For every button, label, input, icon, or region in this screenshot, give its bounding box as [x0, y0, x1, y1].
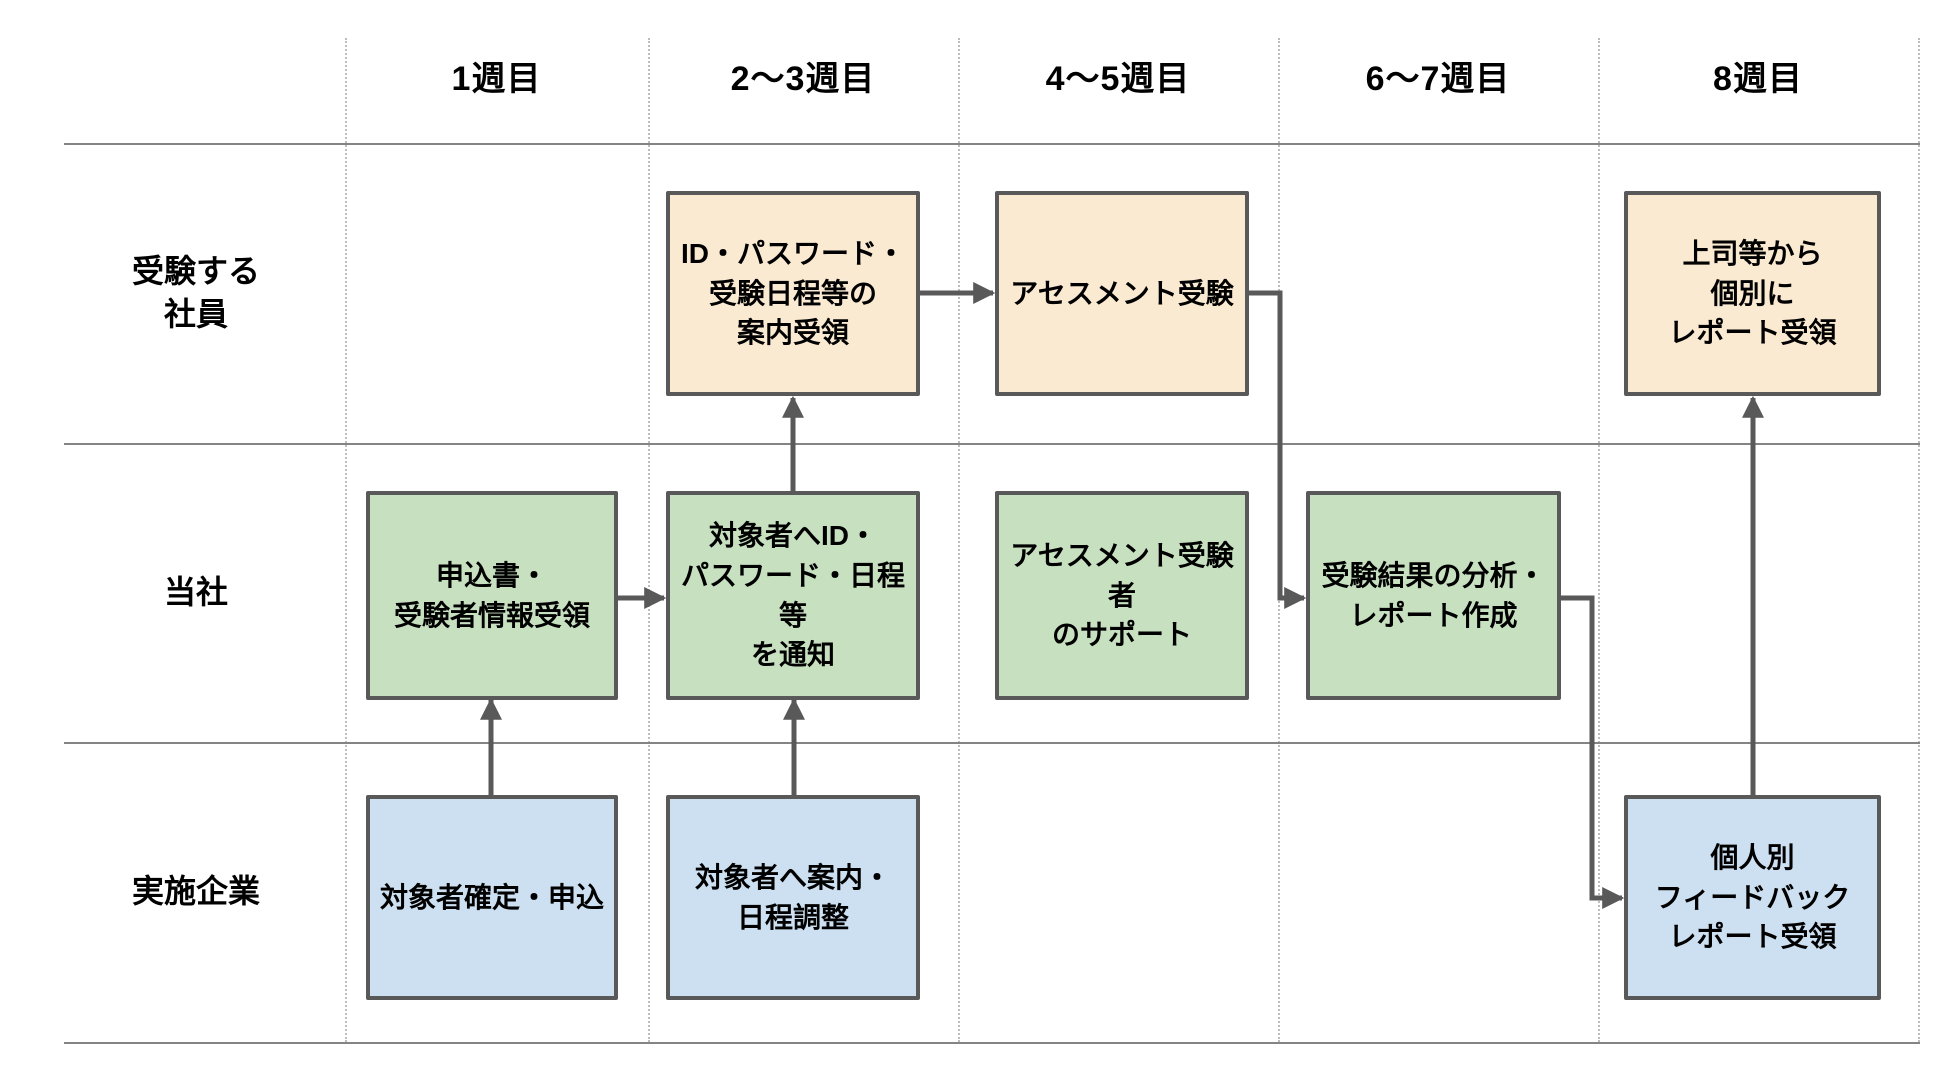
lane-divider — [64, 443, 1920, 445]
lane-divider — [64, 742, 1920, 744]
connector-take-assessment-to-analyze-results — [1249, 290, 1307, 610]
lane-divider — [64, 1042, 1920, 1044]
box-confirm-applicants: 対象者確定・申込 — [366, 795, 618, 1000]
column-guide — [1598, 38, 1600, 1042]
column-guide — [345, 38, 347, 1042]
column-header-week1: 1週目 — [451, 60, 542, 98]
box-support-examinees: アセスメント受験者 のサポート — [995, 491, 1249, 700]
lane-label-client: 実施企業 — [131, 873, 260, 910]
column-guide — [958, 38, 960, 1042]
box-take-assessment: アセスメント受験 — [995, 191, 1249, 396]
column-header-week2-3: 2〜3週目 — [730, 60, 876, 98]
column-header-week6-7: 6〜7週目 — [1365, 60, 1511, 98]
lane-divider — [64, 143, 1920, 145]
box-receive-application: 申込書・ 受験者情報受領 — [366, 491, 618, 700]
box-notify-credentials: 対象者へID・ パスワード・日程等 を通知 — [666, 491, 920, 700]
column-guide — [1918, 38, 1920, 1042]
lane-label-examinee: 受験する 社員 — [131, 252, 260, 332]
box-receive-credentials: ID・パスワード・ 受験日程等の 案内受領 — [666, 191, 920, 396]
connector-analyze-results-to-receive-feedback-reports — [1561, 595, 1625, 910]
column-header-week4-5: 4〜5週目 — [1045, 60, 1191, 98]
box-receive-feedback-reports: 個人別 フィードバック レポート受領 — [1624, 795, 1881, 1000]
lane-label-company: 当社 — [163, 573, 228, 610]
box-guide-schedule: 対象者へ案内・ 日程調整 — [666, 795, 920, 1000]
column-guide — [648, 38, 650, 1042]
box-receive-report-from-manager: 上司等から 個別に レポート受領 — [1624, 191, 1881, 396]
box-analyze-results: 受験結果の分析・ レポート作成 — [1306, 491, 1561, 700]
column-header-week8: 8週目 — [1713, 60, 1803, 98]
